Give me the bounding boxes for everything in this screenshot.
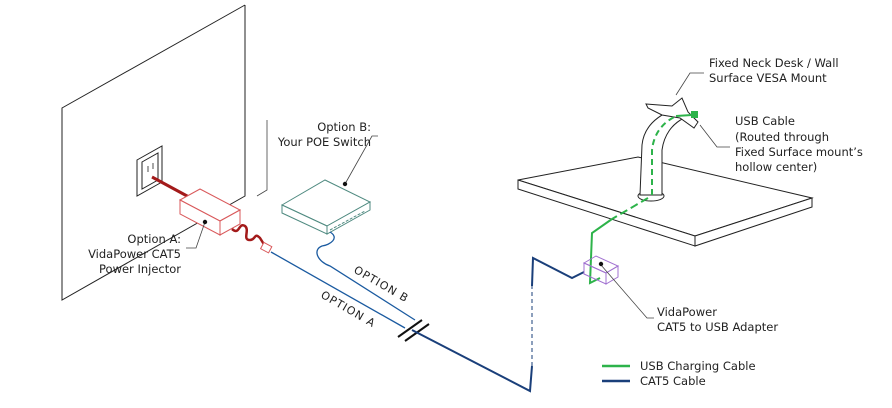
usb-cable	[588, 111, 698, 285]
legend-label-usb: USB Charging Cable	[640, 359, 756, 373]
poe-switch	[280, 179, 372, 235]
wall	[61, 4, 246, 301]
injector-cable	[231, 224, 267, 247]
poe-injector	[178, 188, 242, 236]
legend-label-cat5: CAT5 Cable	[640, 374, 706, 388]
leader-dots	[202, 181, 604, 267]
rj45-connector	[259, 241, 273, 254]
legend: USB Charging Cable CAT5 Cable	[602, 359, 756, 388]
wall-outlet	[136, 145, 163, 197]
cat5-cable-option-a	[270, 251, 406, 329]
option-b-label: Option B:Your POE Switch	[277, 120, 371, 149]
leader-lines	[186, 72, 730, 319]
cat5-cable-option-b	[316, 231, 416, 321]
cable-option-a-label: OPTION A	[319, 288, 378, 330]
cat5-cable-main	[411, 256, 585, 393]
desk	[517, 156, 814, 247]
cat5-usb-adapter	[582, 255, 620, 285]
